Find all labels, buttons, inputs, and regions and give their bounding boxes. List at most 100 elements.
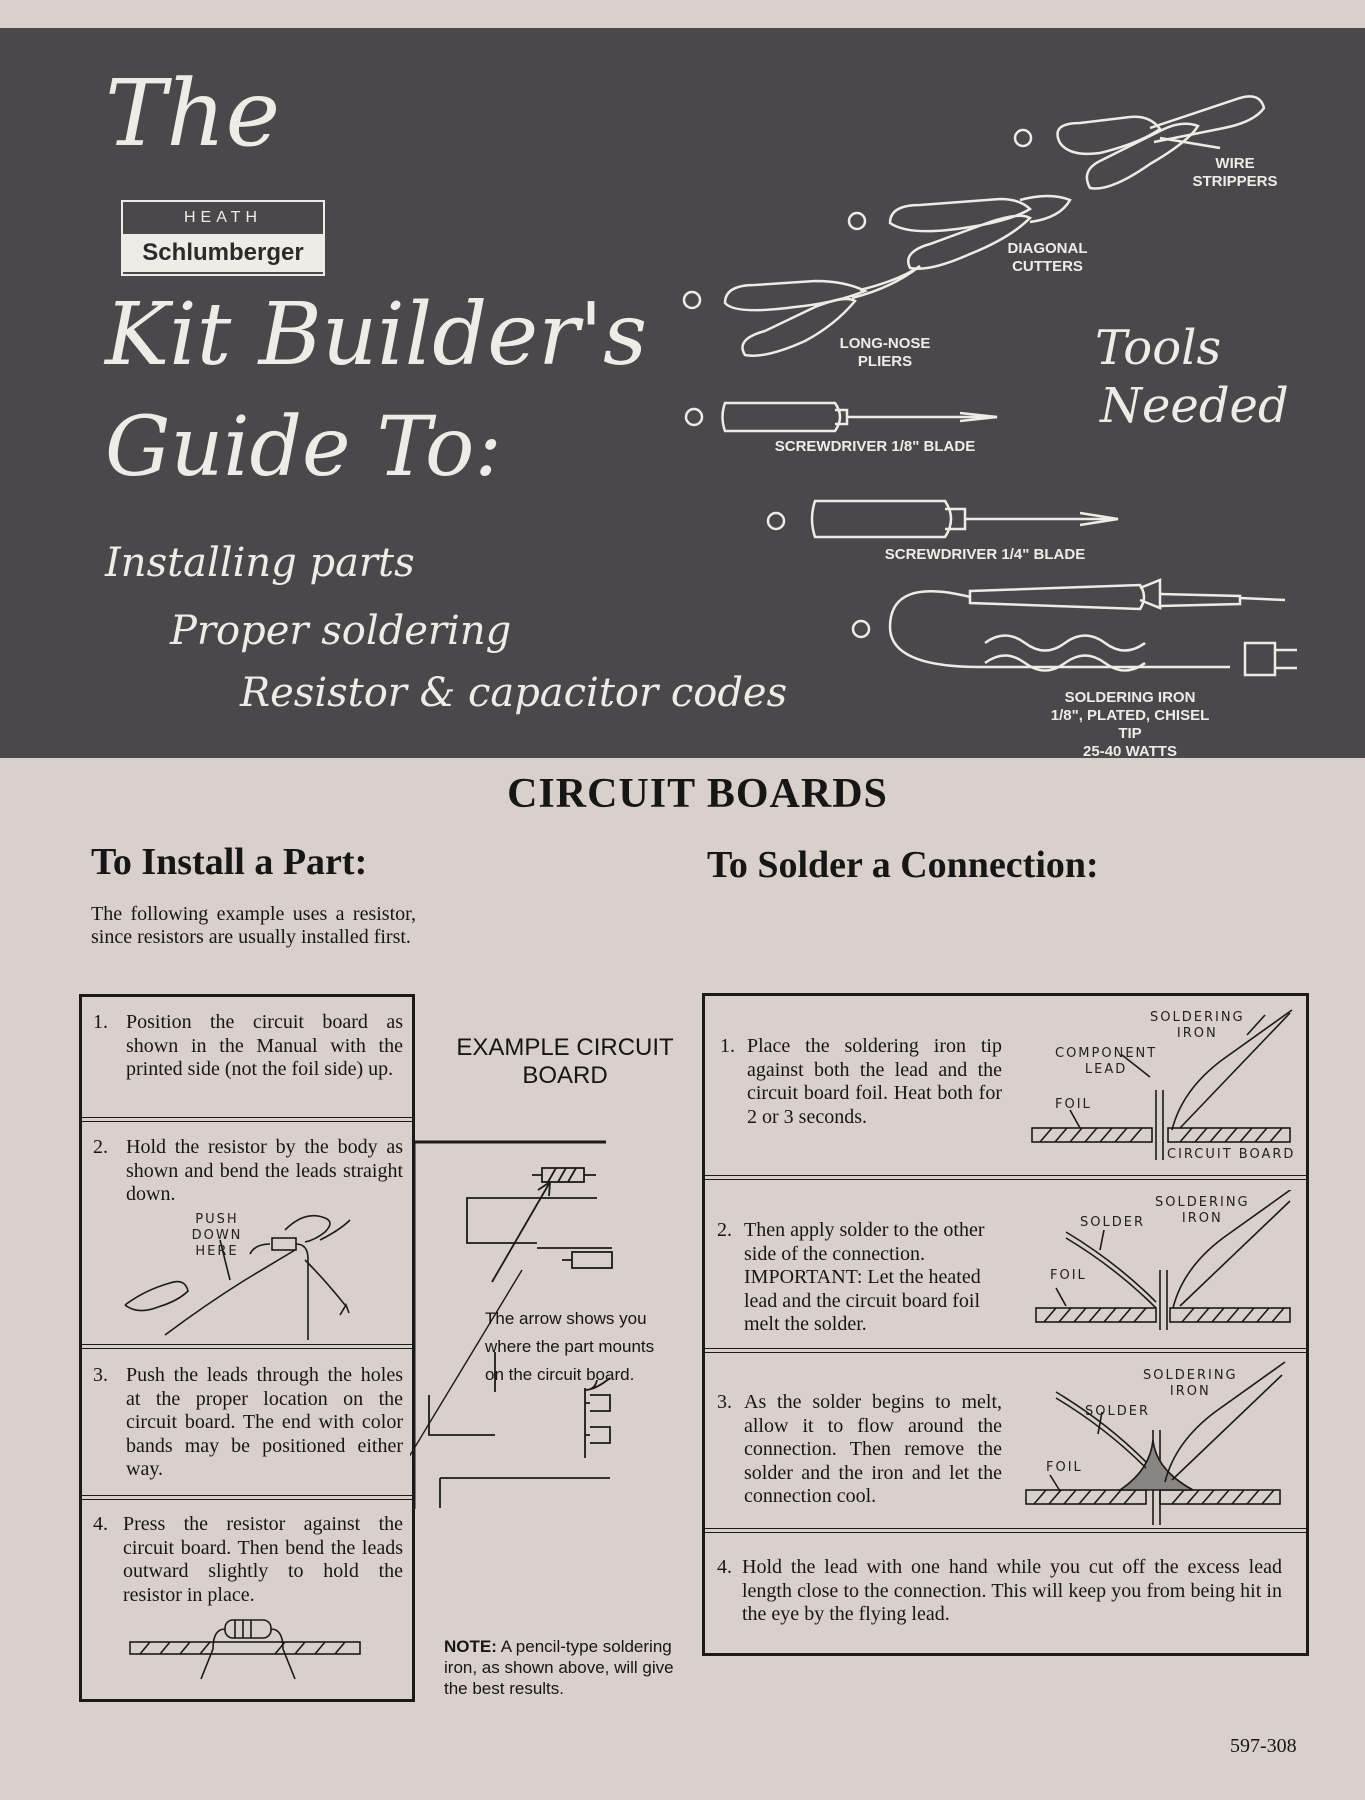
tool-label-line: LONG-NOSE [839,335,931,352]
title-guide-to: Guide To: [105,400,502,495]
install-step-2: 2. Hold the resistor by the body as show… [93,1136,403,1207]
solder-step-2: 2. Then apply solder to the other side o… [717,1219,1002,1337]
tool-label-line: 25-40 WATTS [1083,743,1177,760]
lead-line [1155,1090,1164,1160]
arrow-caption: The arrow shows you where the part mount… [485,1305,685,1389]
label-line: SOLDERING [1150,1010,1245,1025]
label-line: IRON [1176,1026,1218,1041]
install-intro: The following example uses a resistor, s… [91,903,416,948]
divider [82,1495,412,1500]
solder-diagram-heat [1031,1009,1293,1160]
foil-icon [1031,1127,1153,1143]
tools-title-line2: Needed [1100,378,1289,434]
push-down-label: PUSH DOWN HERE [172,1212,262,1260]
tool-bullet [766,511,786,531]
tool-bullet [1013,128,1033,148]
bend-leads-diagram [124,1214,351,1340]
label-line: LEAD [1084,1062,1128,1077]
lead-line [200,1628,226,1680]
solder-step-3: 3. As the solder begins to melt, allow i… [717,1391,1002,1509]
resistor-icon [271,1237,297,1251]
note-text: A pencil-type soldering iron, as shown a… [444,1637,674,1698]
divider [705,1348,1306,1353]
logo-schlumberger: Schlumberger [123,234,323,272]
diagonal-cutters-icon [888,194,1072,270]
solder-diagram-flow [1025,1361,1286,1525]
install-step-4: 4. Press the resistor against the circui… [93,1513,403,1607]
step-number: 2. [717,1219,732,1241]
solder-step-1: 1. Place the soldering iron tip against … [720,1035,1002,1129]
long-nose-pliers-icon [723,264,921,357]
pointer-line [1121,1054,1151,1078]
step-number: 1. [93,1011,108,1033]
arrow-caption-line: The arrow shows you [485,1309,647,1328]
lead-line [1159,1270,1168,1330]
tool-label-line: SOLDERING IRON [1064,689,1196,706]
pointer-line [219,1239,231,1281]
label-component-lead: COMPONENT LEAD [1055,1046,1157,1078]
install-step-1: 1. Position the circuit board as shown i… [93,1011,403,1082]
pointer-line [410,1269,523,1457]
tool-label-screwdriver-small: SCREWDRIVER 1/8" BLADE [770,438,980,456]
label-circuit-board: CIRCUIT BOARD [1167,1147,1296,1162]
section-title: CIRCUIT BOARDS [507,771,888,817]
foil-icon [1025,1489,1147,1505]
divider [82,1117,412,1122]
step-text: Hold the resistor by the body as shown a… [126,1136,403,1205]
tool-label-line: CUTTERS [1012,258,1083,275]
label-line: SOLDERING [1155,1195,1250,1210]
arrow-caption-line: on the circuit board. [485,1365,635,1384]
tool-bullet [682,290,702,310]
tool-label-screwdriver-large: SCREWDRIVER 1/4" BLADE [875,546,1095,564]
divider [705,1175,1306,1180]
title-the: The [105,60,281,167]
tool-bullet [851,619,871,639]
push-down-line: PUSH DOWN [191,1212,243,1243]
logo-heath: HEATH [183,209,263,226]
resistor-icon [224,1619,272,1639]
part-outline [571,1251,613,1269]
soldering-iron-icon [1171,1009,1293,1131]
wire-strippers-icon [1056,95,1266,190]
arrow-head [537,1181,551,1197]
label-soldering-iron: SOLDERING IRON [1150,1010,1245,1042]
finger-left-icon [124,1280,189,1312]
topic-installing-parts: Installing parts [105,540,415,586]
soldering-iron-icon [888,578,1297,677]
solder-title: To Solder a Connection: [707,844,1099,886]
hand-left-icon [164,1249,296,1336]
board-outline [412,1140,606,1509]
topic-codes: Resistor & capacitor codes [240,670,788,716]
label-solder: SOLDER [1080,1215,1145,1230]
resistor-mounted-diagram [129,1619,361,1680]
solder-diagram-apply [1035,1190,1292,1330]
note-label: NOTE: [444,1637,497,1656]
arrow-line [491,1181,551,1283]
title-kit-builders: Kit Builder's [105,285,648,385]
step-text: Press the resistor against the circuit b… [123,1513,403,1606]
tool-label-line: SCREWDRIVER 1/4" BLADE [884,546,1086,563]
solder-steps-box [702,993,1309,1656]
tool-bullet [684,407,704,427]
finger-right-icon [284,1214,331,1243]
soldering-iron-icon [1164,1361,1286,1483]
tools-illustration [682,95,1297,677]
divider [705,1528,1306,1533]
tool-label-line: STRIPPERS [1192,173,1278,190]
tool-label-long-nose-pliers: LONG-NOSE PLIERS [835,335,935,371]
pointer-line [1099,1229,1105,1251]
step-number: 3. [717,1391,732,1413]
step-text: Push the leads through the holes at the … [126,1364,403,1480]
divider [82,1344,412,1349]
tool-label-wire-strippers: WIRE STRIPPERS [1180,155,1290,191]
tool-label-line: WIRE [1215,155,1255,172]
label-foil: FOIL [1050,1268,1087,1283]
tool-label-diagonal-cutters: DIAGONAL CUTTERS [1000,240,1095,276]
label-line: COMPONENT [1055,1046,1158,1061]
solder-wire-icon [1055,1391,1147,1469]
circuit-board-icon [129,1641,361,1655]
label-soldering-iron: SOLDERING IRON [1143,1368,1238,1400]
example-title-line: EXAMPLE CIRCUIT [456,1034,674,1061]
label-foil: FOIL [1046,1460,1083,1475]
tool-label-line: PLIERS [857,353,913,370]
